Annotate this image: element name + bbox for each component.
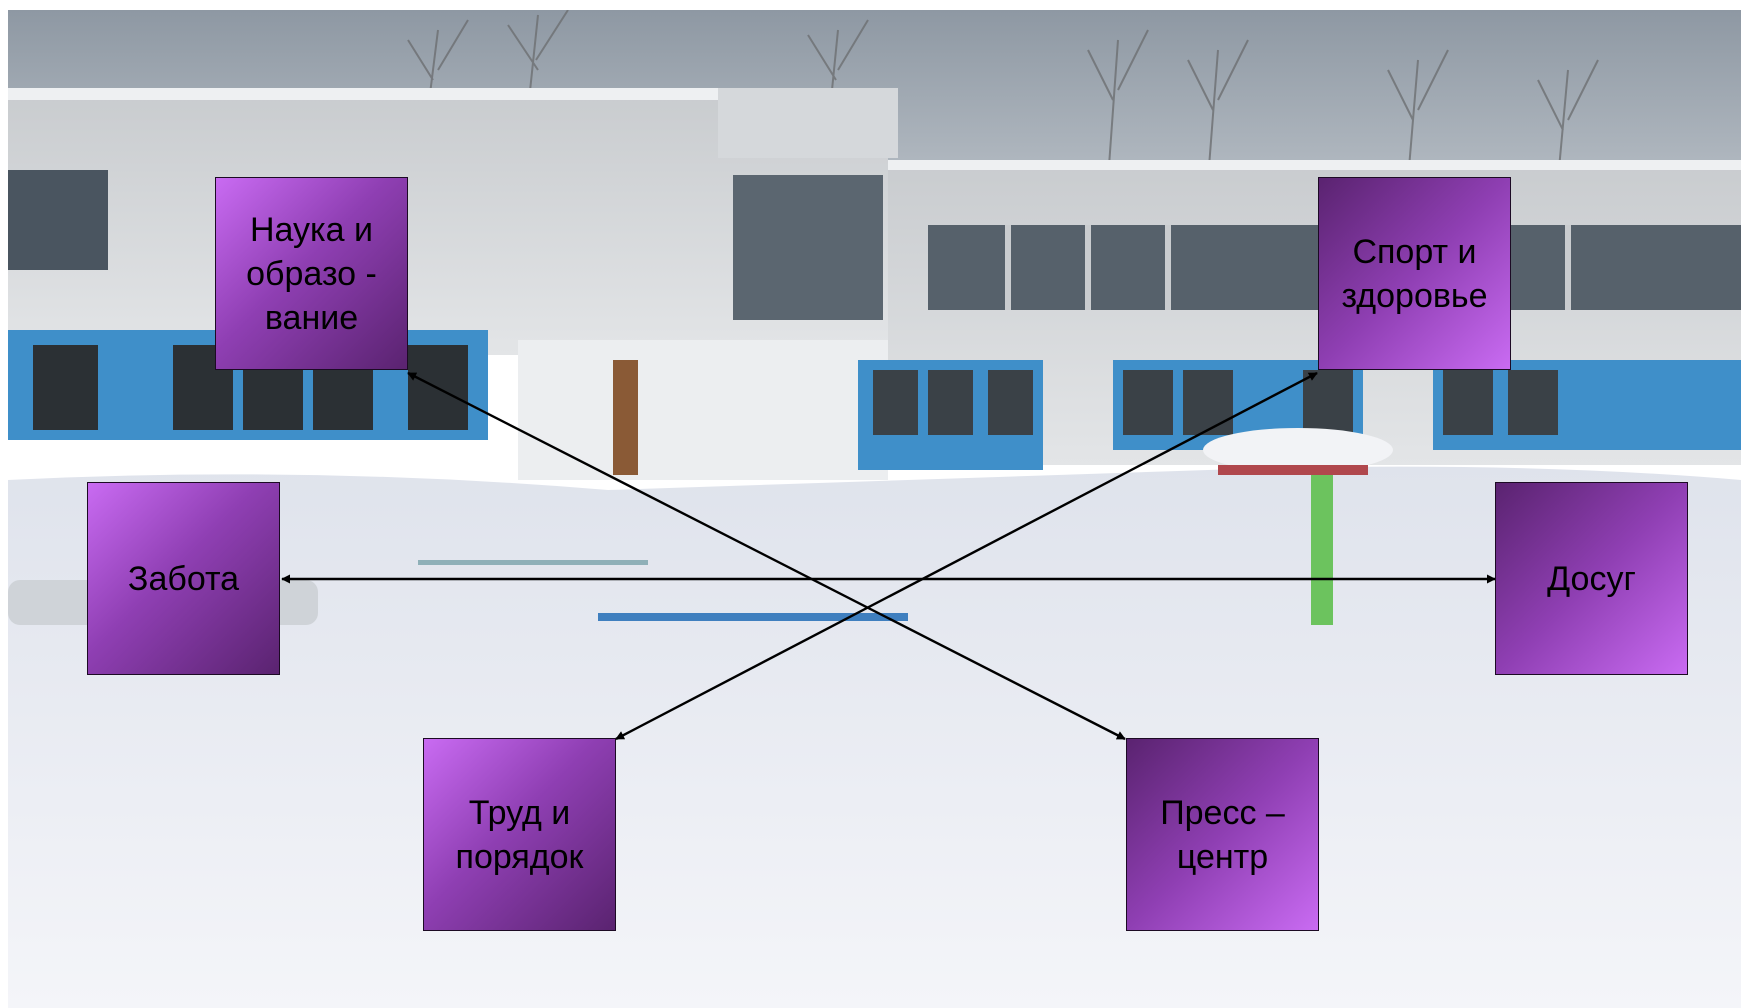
node-dosug: Досуг	[1495, 482, 1688, 675]
node-press: Пресс – центр	[1126, 738, 1319, 931]
node-zabota: Забота	[87, 482, 280, 675]
node-nauka: Наука и образо - вание	[215, 177, 408, 370]
node-sport: Спорт и здоровье	[1318, 177, 1511, 370]
node-trud: Труд и порядок	[423, 738, 616, 931]
